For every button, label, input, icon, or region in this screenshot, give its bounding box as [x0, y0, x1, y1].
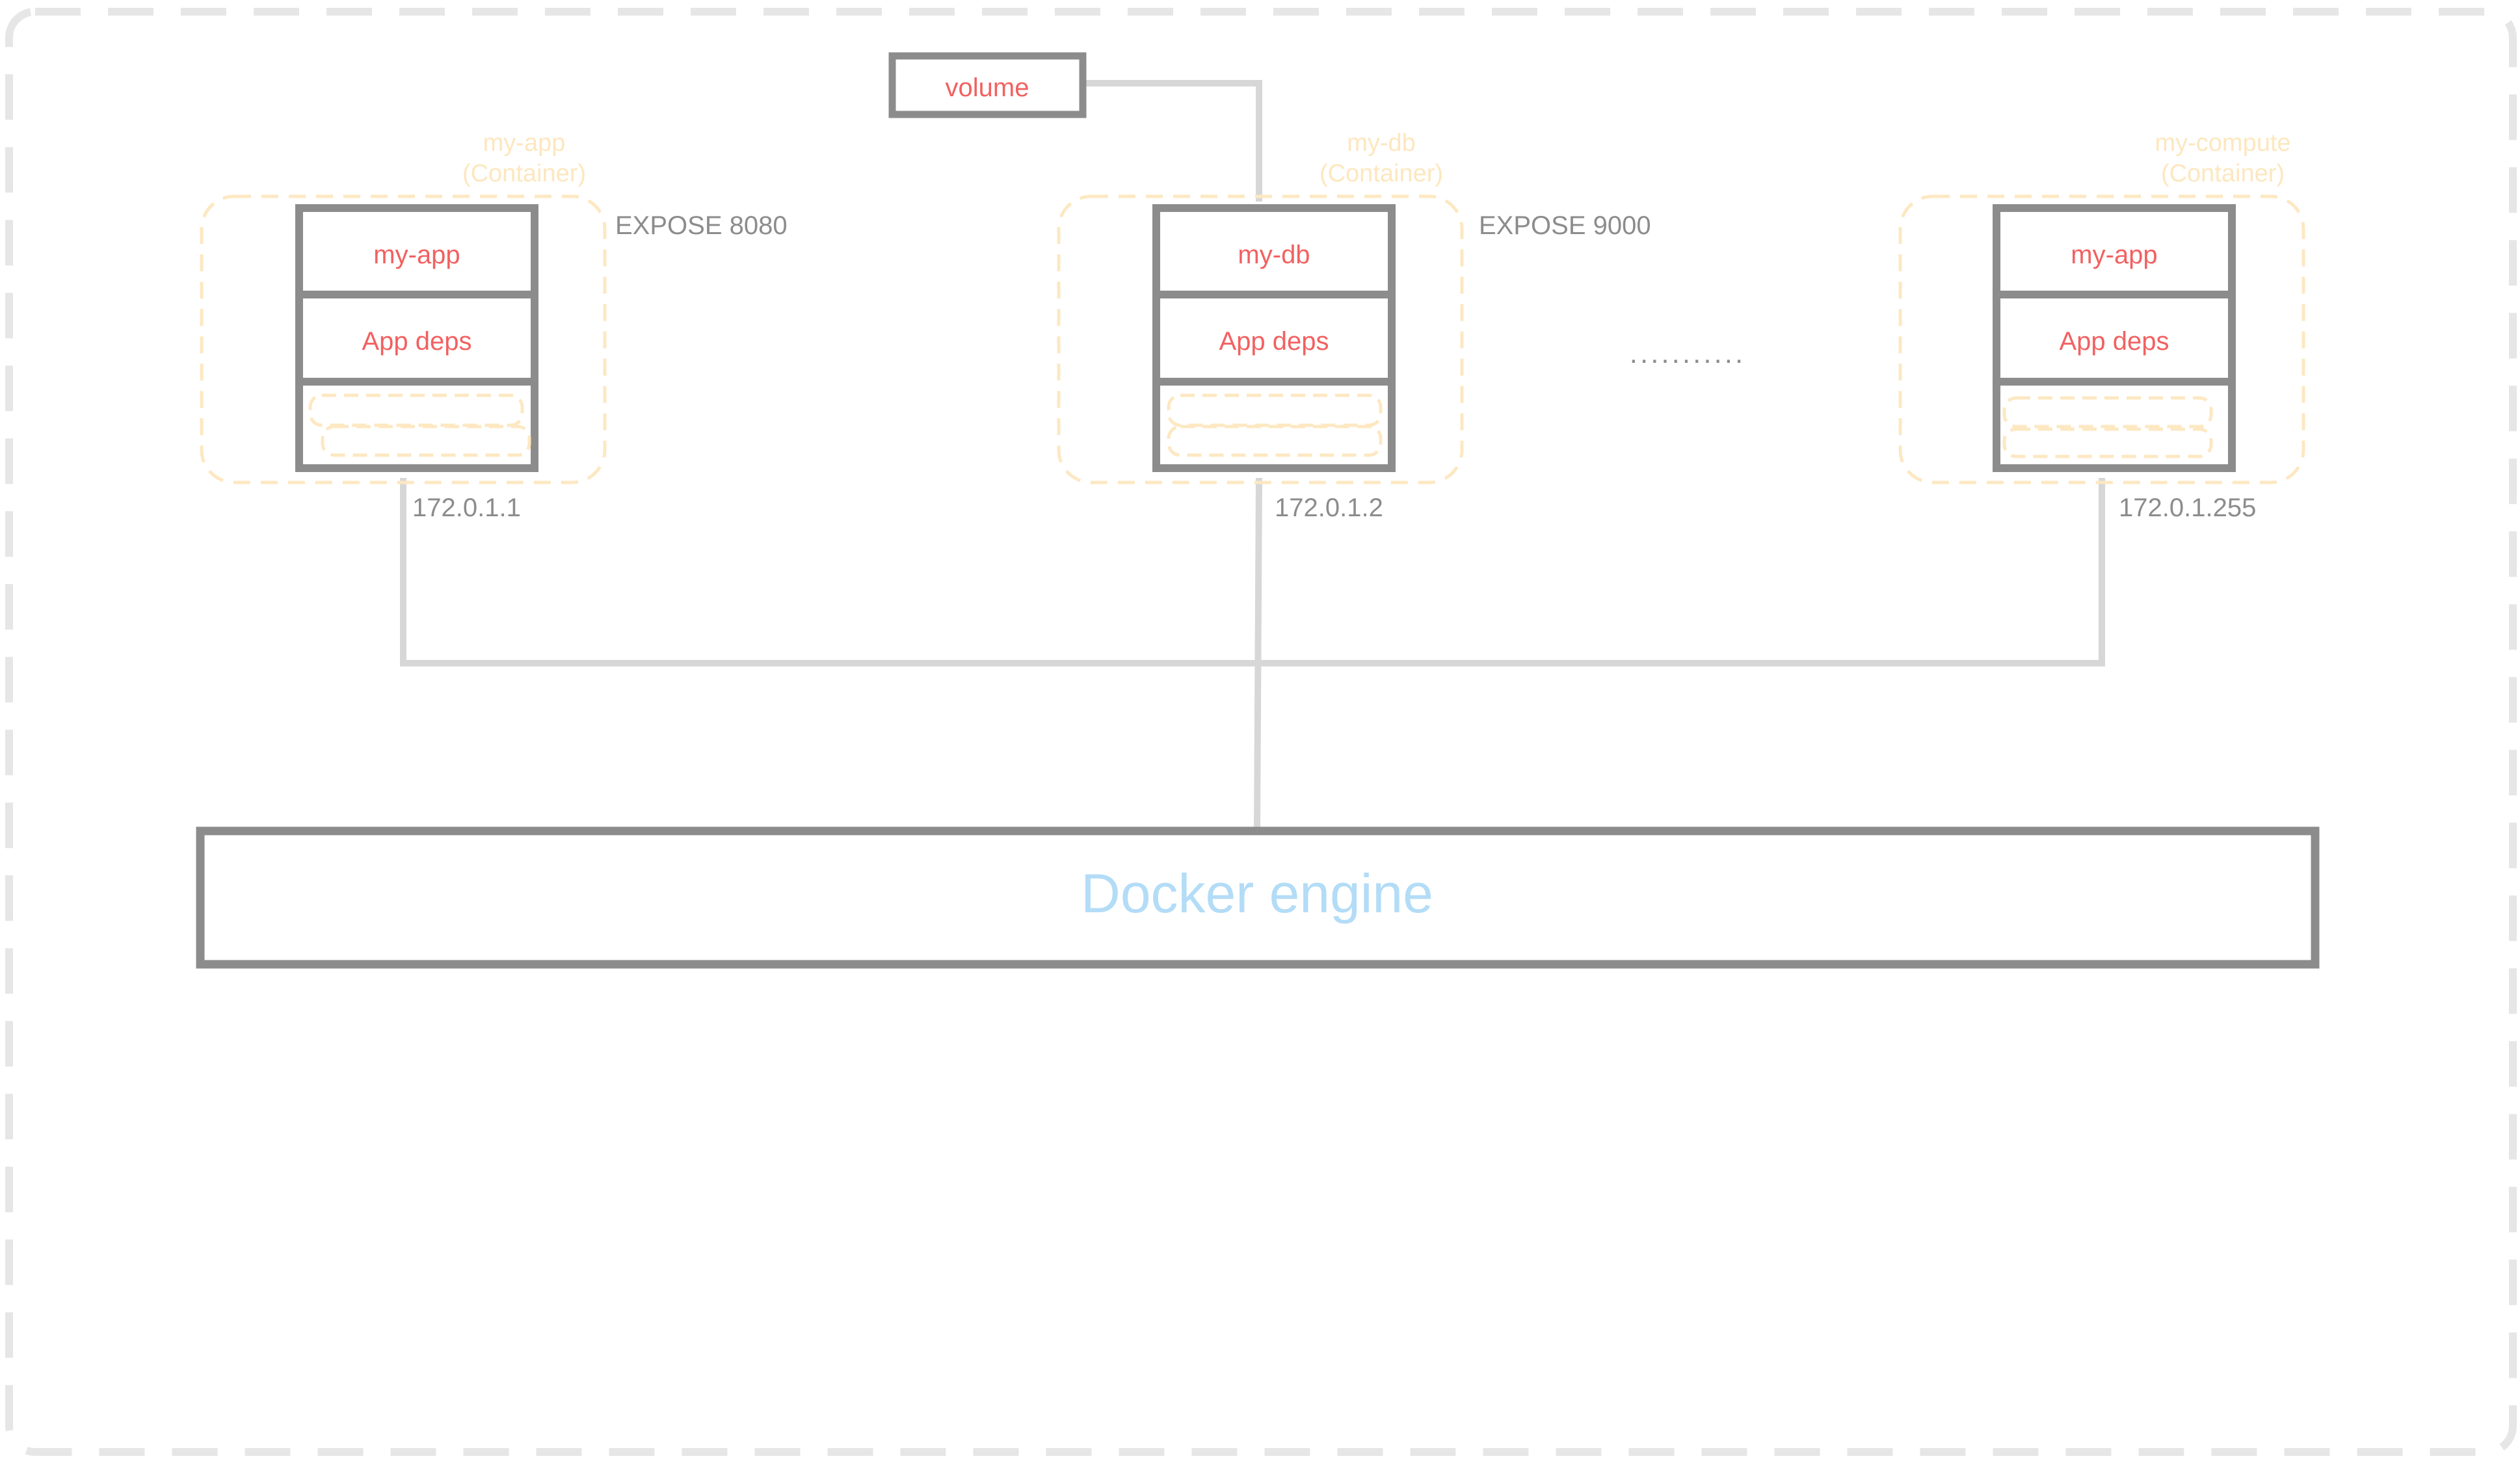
docker-engine-box — [196, 826, 2320, 969]
docker-engine-label: Docker engine — [1081, 863, 1433, 924]
container-my-db: my-db (Container) my-db App deps EXPOSE … — [1057, 129, 1651, 522]
base-layer-slot — [2002, 427, 2213, 458]
base-layer-slot — [321, 425, 531, 457]
container-outline — [1898, 194, 2305, 484]
container-type-caption: (Container) — [2161, 160, 2285, 187]
base-layer-slot — [1167, 425, 1383, 457]
network-connectors — [400, 80, 2105, 830]
ip-address-label: 172.0.1.1 — [412, 494, 521, 522]
container-outline — [200, 194, 607, 484]
container-outline — [1057, 194, 1464, 484]
container-name-caption: my-app — [483, 129, 566, 157]
host-boundary-frame — [5, 8, 2517, 1456]
container-name-caption: my-db — [1347, 129, 1416, 157]
volume: volume — [888, 52, 1087, 118]
ip-address-label: 172.0.1.2 — [1275, 494, 1383, 522]
base-layer-slot — [1167, 393, 1383, 427]
layer-app-label: my-app — [373, 241, 460, 269]
volume-box — [888, 52, 1087, 118]
container-name-caption: my-compute — [2155, 129, 2290, 157]
layer-db-label: my-db — [1238, 241, 1310, 269]
container-2-link — [1254, 477, 1262, 830]
expose-port-label: EXPOSE 8080 — [615, 211, 788, 240]
base-layer-slot — [308, 393, 524, 427]
container-type-caption: (Container) — [1320, 160, 1443, 187]
container-type-caption: (Container) — [462, 160, 586, 187]
layer-deps-label: App deps — [2059, 327, 2169, 356]
more-containers-ellipsis: ........... — [1630, 337, 1745, 369]
base-layer-slot — [2002, 396, 2213, 428]
docker-engine: Docker engine — [196, 826, 2320, 969]
container-my-app: my-app (Container) my-app App deps EXPOS… — [200, 129, 788, 522]
image-stack — [1993, 204, 2236, 472]
volume-label: volume — [946, 73, 1029, 102]
container-my-compute: my-compute (Container) my-app App deps 1… — [1898, 129, 2305, 522]
expose-port-label: EXPOSE 9000 — [1479, 211, 1651, 240]
volume-connector — [1083, 80, 1262, 202]
ip-address-label: 172.0.1.255 — [2119, 494, 2256, 522]
layer-app-label: my-app — [2071, 241, 2157, 269]
layer-deps-label: App deps — [362, 327, 471, 356]
layer-deps-label: App deps — [1219, 327, 1329, 356]
